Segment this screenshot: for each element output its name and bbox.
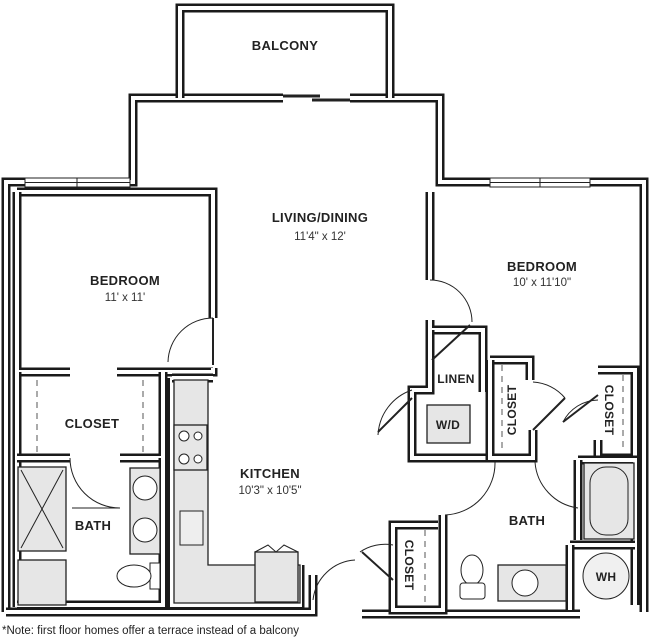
wall-inner [178,6,392,98]
living-dining-label: LIVING/DINING [272,210,368,225]
wall-inner [350,96,646,612]
closet-left-label: CLOSET [65,416,120,431]
bathtub [583,462,635,540]
bath-vanity-right [497,564,567,602]
bedroom-right-label: BEDROOM [507,259,577,274]
refrigerator [254,551,299,603]
door-swings [69,279,599,601]
stove-icon [173,424,208,471]
linen-label: LINEN [437,372,475,386]
water-heater [582,552,630,600]
wh-label: WH [596,570,617,584]
kitchen-sink-icon [179,510,204,546]
closet-mid-label: CLOSET [505,384,519,435]
bedroom-right-size: 10' x 11'10" [513,277,571,289]
kitchen-counters [173,379,301,604]
wall-inner [120,372,165,460]
wall-inner [488,360,535,460]
wall-inner [578,458,637,605]
kitchen-label: KITCHEN [240,466,300,481]
window-right-bedroom [489,177,591,188]
window-left-bedroom [24,177,131,188]
wall-inner [117,368,215,374]
wall-inner [391,515,445,612]
bedroom-left-size: 11' x 11' [105,292,145,304]
footnote: *Note: first floor homes offer a terrace… [2,625,299,637]
wall-inner [428,320,485,392]
wall-inner [17,190,215,318]
double-vanity [129,467,161,555]
toilet-right [459,554,486,600]
balcony-sliding-door[interactable] [283,94,350,102]
washer-dryer [426,404,471,444]
living-dining-size: 11'4" x 12' [294,231,346,243]
kitchen-size: 10'3" x 10'5" [238,485,301,497]
wall-inner [15,192,70,374]
wall-inner [6,575,315,614]
balcony-label: BALCONY [252,38,318,53]
toilet-left [116,562,161,590]
closet-bottom-label: CLOSET [402,540,416,591]
wall-inner [490,358,532,380]
bath-right-label: BATH [509,513,545,528]
shower [17,466,67,606]
closet-rods [36,365,624,605]
closet-right-label: CLOSET [602,385,616,436]
wd-label: W/D [436,418,460,432]
bath-left-label: BATH [75,518,111,533]
bedroom-left-label: BEDROOM [90,273,160,288]
